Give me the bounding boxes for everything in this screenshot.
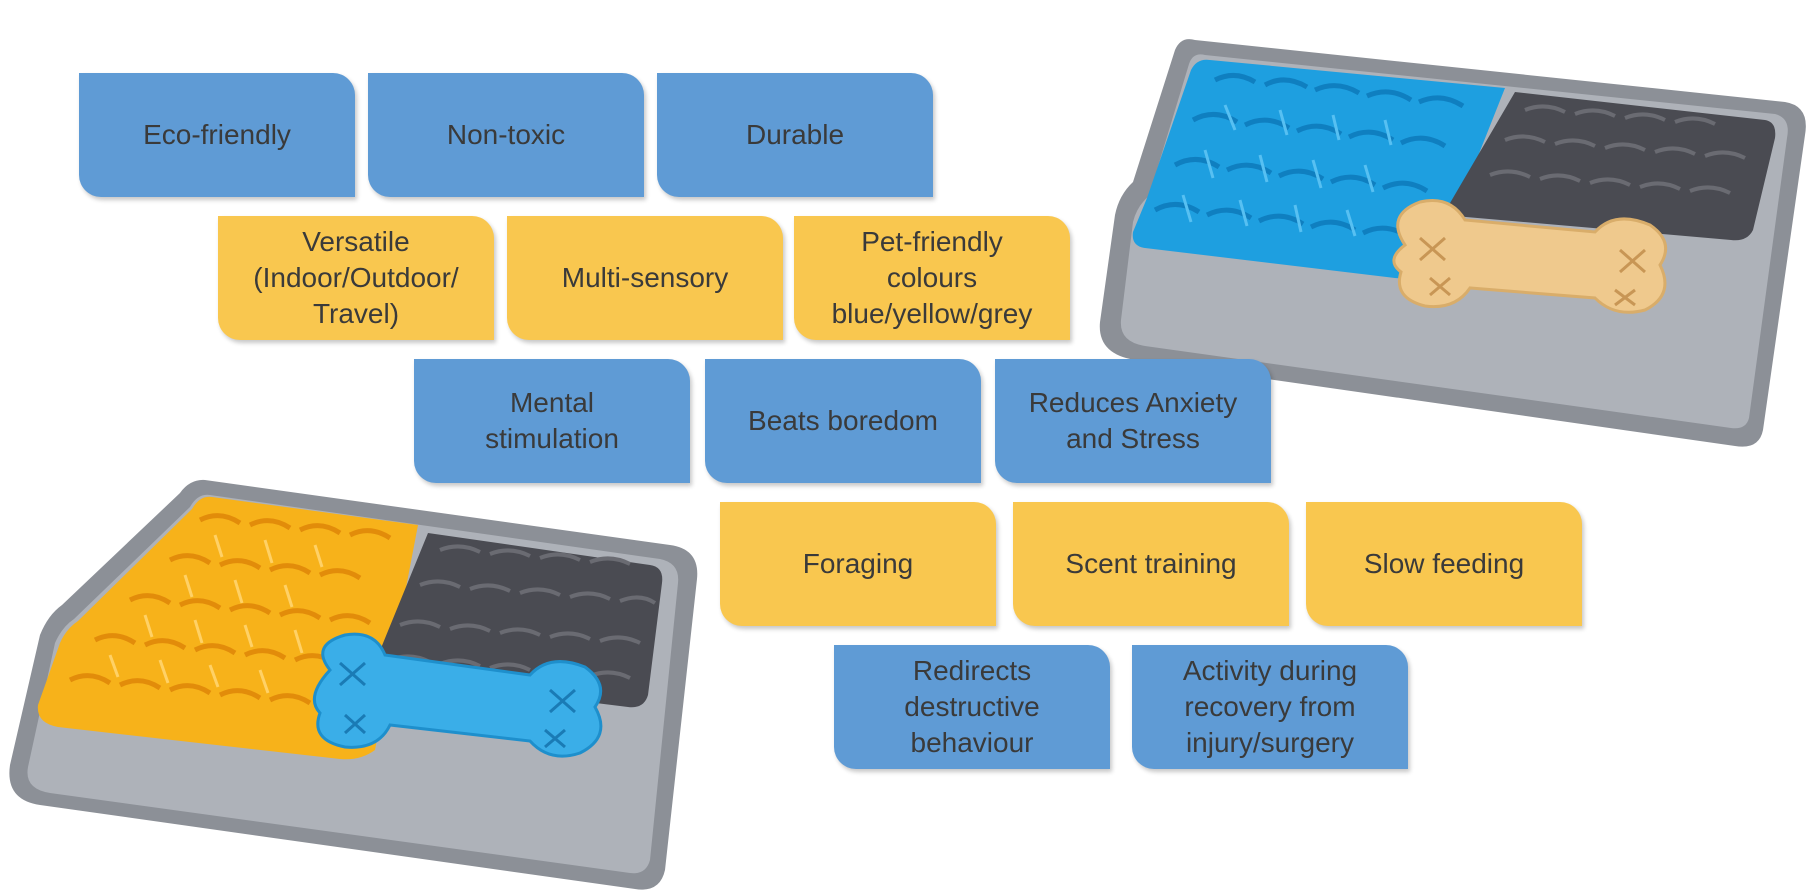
feature-tile-eco-friendly: Eco-friendly [79, 73, 355, 197]
feature-tile-versatile: Versatile (Indoor/Outdoor/ Travel) [218, 216, 494, 340]
feature-tile-multi-sensory: Multi-sensory [507, 216, 783, 340]
blue-bone-pad [312, 632, 603, 758]
feature-tile-foraging: Foraging [720, 502, 996, 626]
beige-bone-pad [1392, 199, 1668, 314]
snuffle-mat-photo-top [1099, 39, 1806, 447]
feature-tile-redirects-destructive-behaviour: Redirects destructive behaviour [834, 645, 1110, 769]
feature-tile-durable: Durable [657, 73, 933, 197]
feature-tile-reduces-anxiety: Reduces Anxiety and Stress [995, 359, 1271, 483]
feature-tile-beats-boredom: Beats boredom [705, 359, 981, 483]
feature-tile-non-toxic: Non-toxic [368, 73, 644, 197]
feature-tile-activity-during-recovery: Activity during recovery from injury/sur… [1132, 645, 1408, 769]
feature-tile-slow-feeding: Slow feeding [1306, 502, 1582, 626]
grey-chenille-pad [1443, 92, 1776, 241]
snuffle-mat-photo-bottom [9, 479, 698, 890]
feature-tile-pet-friendly-colours: Pet-friendly colours blue/yellow/grey [794, 216, 1070, 340]
feature-tile-scent-training: Scent training [1013, 502, 1289, 626]
feature-tile-mental-stimulation: Mental stimulation [414, 359, 690, 483]
